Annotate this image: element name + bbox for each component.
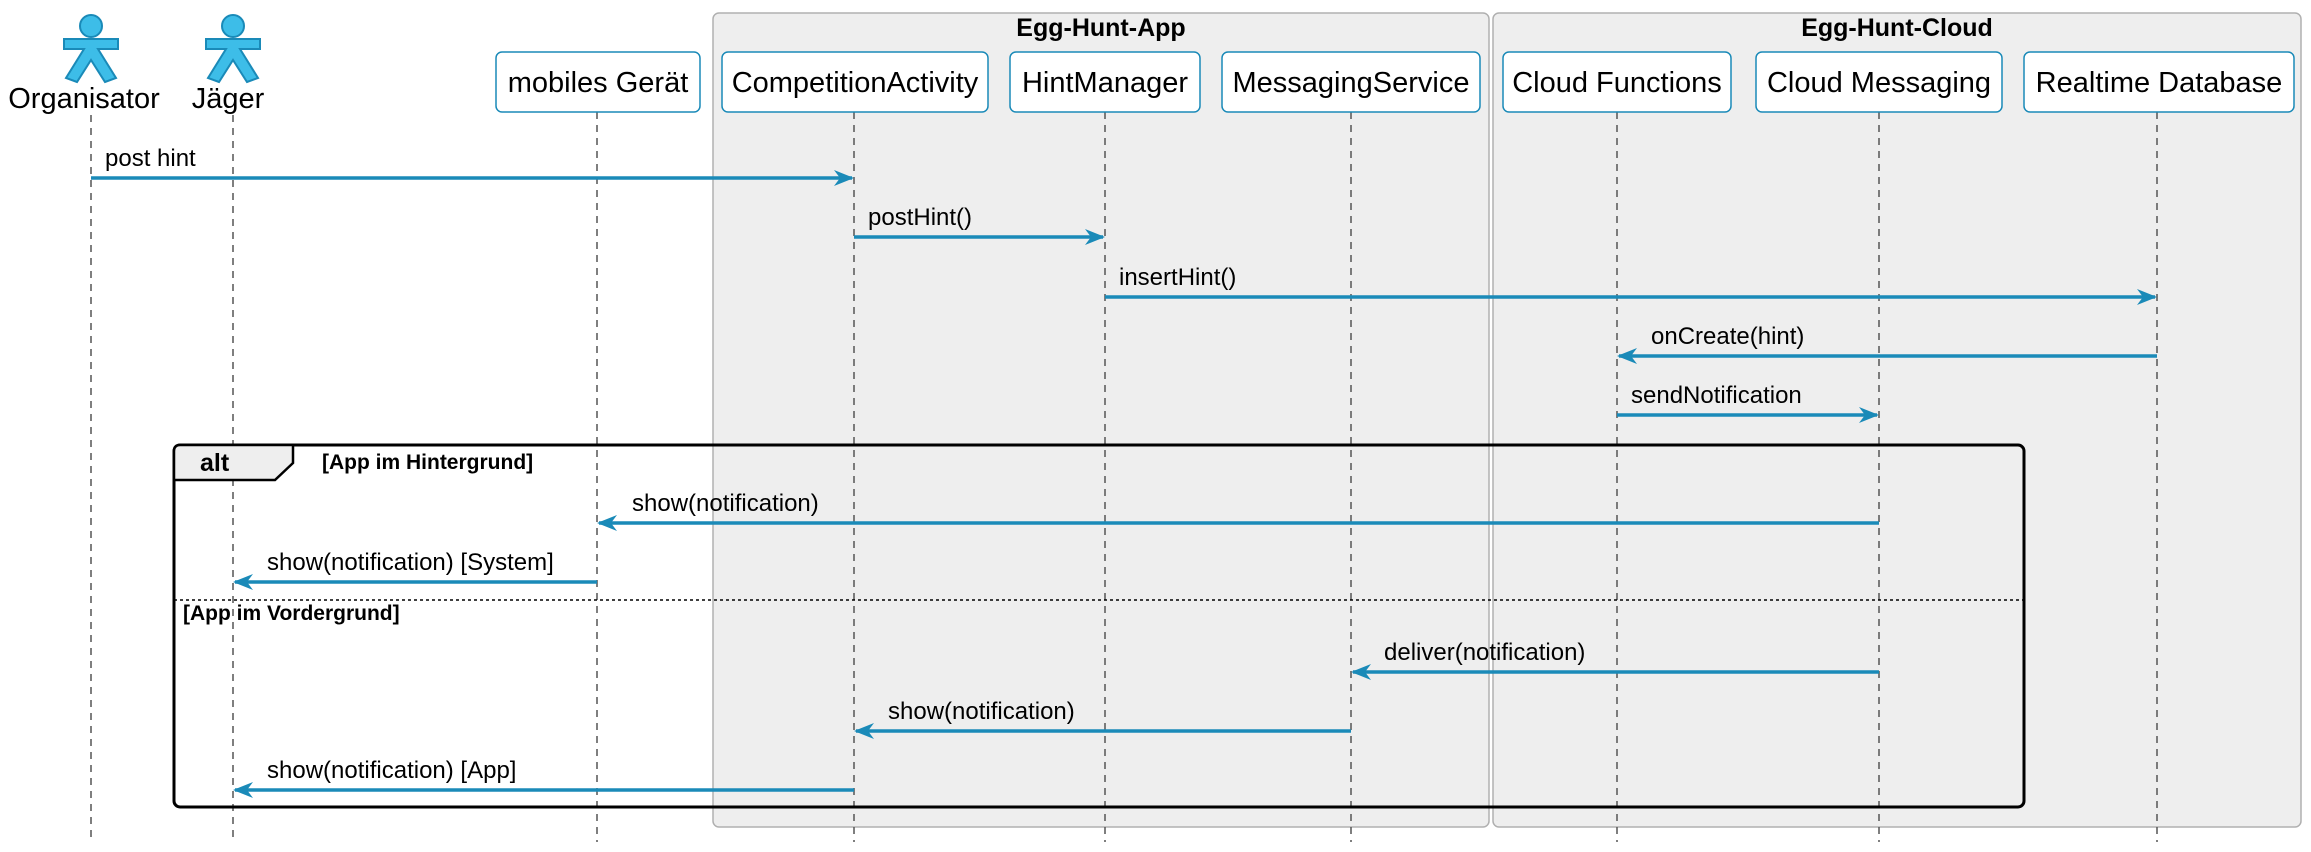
participant-competition-activity-label: CompetitionActivity [732,67,979,99]
participant-cloud-messaging: Cloud Messaging [1755,51,2003,113]
message-post-hint-call-label: postHint() [868,204,972,231]
alt-keyword: alt [200,449,230,477]
group-egg-hunt-app-box [712,12,1490,828]
actor-jaeger-label: Jäger [192,83,265,115]
message-show-notification-activity-label: show(notification) [888,698,1075,725]
message-show-notification-system-label: show(notification) [System] [267,549,554,576]
participant-messaging-service: MessagingService [1221,51,1481,113]
participant-cloud-functions: Cloud Functions [1502,51,1732,113]
message-show-notification-app: show(notification) [App] [233,757,854,798]
participant-hint-manager: HintManager [1009,51,1201,113]
message-send-notification-label: sendNotification [1631,382,1802,409]
messages: post hint postHint() insertHint() onCrea… [91,145,2157,798]
message-on-create-label: onCreate(hint) [1651,323,1804,350]
participant-realtime-database-label: Realtime Database [2036,67,2283,99]
message-post-hint: post hint [91,145,854,186]
participant-competition-activity: CompetitionActivity [721,51,989,113]
participant-messaging-service-label: MessagingService [1233,67,1470,99]
participant-mobiles-geraet-label: mobiles Gerät [508,67,689,99]
actor-organisator: Organisator [8,14,160,115]
group-egg-hunt-app-title: Egg-Hunt-App [1016,14,1185,42]
message-show-notification-device-label: show(notification) [632,490,819,517]
group-egg-hunt-app: Egg-Hunt-App [712,12,1490,828]
message-show-notification-device: show(notification) [597,490,1879,531]
actor-organisator-label: Organisator [8,83,160,115]
message-deliver-notification-label: deliver(notification) [1384,639,1585,666]
message-on-create: onCreate(hint) [1617,323,2157,364]
message-post-hint-label: post hint [105,145,196,172]
group-egg-hunt-cloud: Egg-Hunt-Cloud [1492,12,2302,828]
alt-guard-background: [App im Hintergrund] [322,451,533,474]
message-insert-hint-label: insertHint() [1119,264,1236,291]
message-show-notification-app-label: show(notification) [App] [267,757,516,784]
participant-realtime-database: Realtime Database [2023,51,2295,113]
participant-cloud-functions-label: Cloud Functions [1512,67,1722,99]
alt-fragment: alt [App im Hintergrund] [App im Vorderg… [172,443,2026,809]
group-egg-hunt-cloud-title: Egg-Hunt-Cloud [1801,14,1993,42]
message-deliver-notification: deliver(notification) [1351,639,1879,680]
person-actor-icon [63,14,119,84]
message-send-notification: sendNotification [1617,382,1879,423]
message-insert-hint: insertHint() [1105,264,2157,305]
group-egg-hunt-cloud-box [1492,12,2302,828]
alt-fragment-tab [172,443,295,482]
participant-mobiles-geraet: mobiles Gerät [495,51,701,113]
message-show-notification-activity: show(notification) [854,698,1351,739]
alt-guard-foreground: [App im Vordergrund] [183,602,400,625]
actor-jaeger: Jäger [192,14,265,115]
participant-cloud-messaging-label: Cloud Messaging [1767,67,1991,99]
participant-hint-manager-label: HintManager [1022,67,1188,99]
alt-fragment-frame [172,443,2026,809]
lifelines [90,112,2158,842]
message-show-notification-system: show(notification) [System] [233,549,597,590]
person-actor-icon [205,14,261,84]
message-post-hint-call: postHint() [854,204,1105,245]
